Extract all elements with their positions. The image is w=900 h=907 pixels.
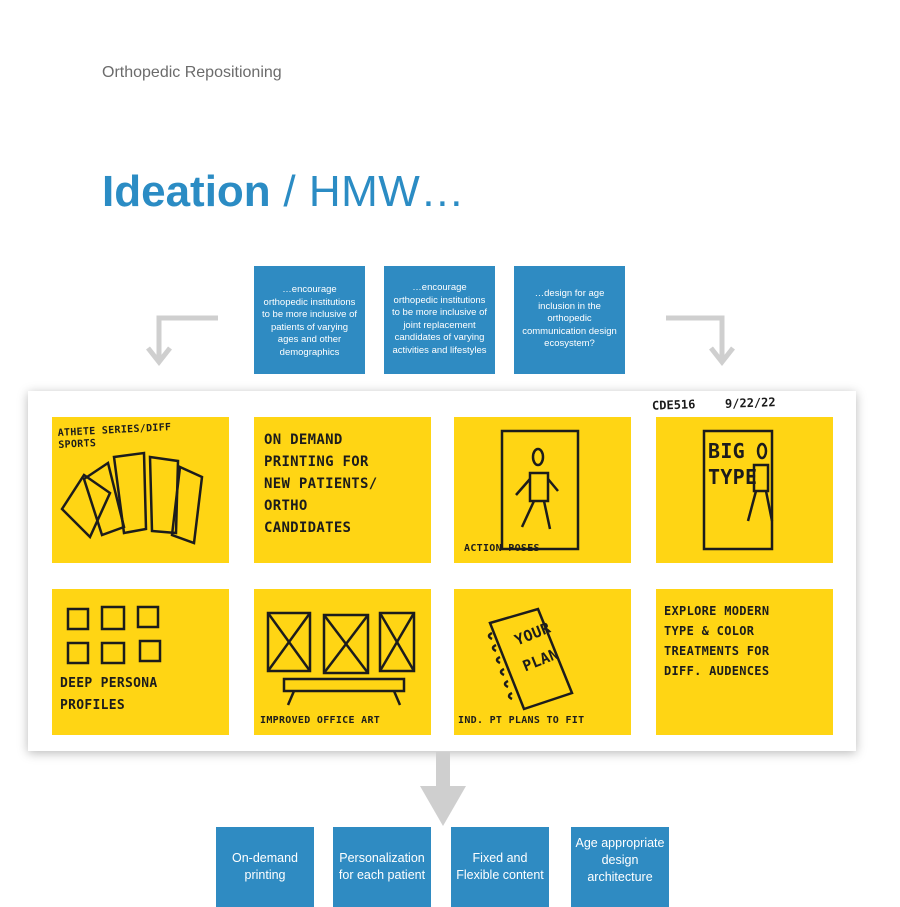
outcome-card-3: Fixed and Flexible content [451,827,549,907]
outcome-text: Age appropriate design architecture [575,836,665,884]
outcome-card-1: On-demand printing [216,827,314,907]
right-elbow-arrow-icon [666,315,735,367]
note-text: Ind. PT plans to fit [458,715,585,726]
sticky-note-deep-persona: Deep persona profiles [52,589,229,735]
outcome-text: On-demand printing [231,851,298,882]
big-type-sketch-word-2: TYPE [708,465,758,489]
outcome-text: Fixed and Flexible content [456,851,544,882]
note-text: On demand printing for new patients/ ort… [264,432,378,536]
sticky-note-action-poses: Action poses [454,417,631,563]
left-elbow-arrow-icon [146,315,218,367]
course-label: CDE516 [651,397,696,413]
sticky-note-athlete-series: Athete series/diff sports [52,417,229,563]
date-label: 9/22/22 [724,395,776,411]
fanned-cards-sketch-icon [60,451,204,545]
sticky-note-explore-type: Explore modern type & color treatments f… [656,589,833,735]
heading-primary: Ideation [102,167,271,216]
note-text: Improved office art [260,715,381,726]
figure-in-frame-sketch-icon [500,429,580,551]
outcome-card-2: Personalization for each patient [333,827,431,907]
outcome-text: Personalization for each patient [338,851,426,882]
sticky-note-big-type: BIG TYPE [656,417,833,563]
hmw-card-2: …encourage orthopedic institutions to be… [384,266,495,374]
page-heading: Ideation / HMW… [102,166,465,218]
note-text: Explore modern type & color treatments f… [664,604,770,678]
big-type-sketch-word-1: BIG [708,439,746,463]
hmw-card-1: …encourage orthopedic institutions to be… [254,266,365,374]
hmw-card-3: …design for age inclusion in the orthope… [514,266,625,374]
note-text: Action poses [464,543,540,554]
notebook-sketch-icon [487,607,574,711]
heading-secondary: / HMW… [270,167,465,216]
down-arrow-icon [420,752,466,826]
note-text: Deep persona profiles [60,676,158,713]
sticky-note-on-demand-printing: On demand printing for new patients/ ort… [254,417,431,563]
sticky-note-pt-plans: YOUR PLAN Ind. PT plans to fit [454,589,631,735]
sticky-note-board: CDE516 9/22/22 Athete series/diff sports… [28,391,856,751]
persona-grid-sketch-icon [66,605,162,665]
project-title: Orthopedic Repositioning [102,64,282,81]
office-art-sketch-icon [266,611,416,706]
sticky-note-office-art: Improved office art [254,589,431,735]
outcome-card-4: Age appropriate design architecture [571,827,669,907]
big-type-sketch-icon [702,429,774,551]
